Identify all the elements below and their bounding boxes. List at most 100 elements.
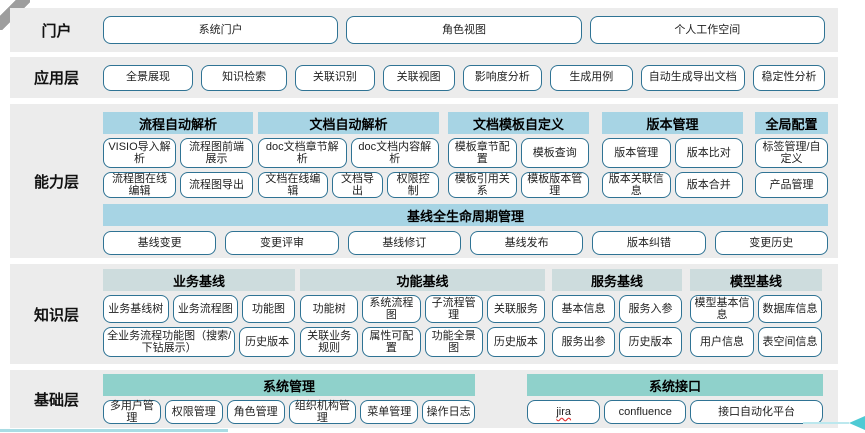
group-header: 业务基线 <box>103 269 295 291</box>
capability-item[interactable]: 流程图在线编辑 <box>103 172 176 198</box>
app-button[interactable]: 全景展现 <box>103 64 193 91</box>
item-row: 模板引用关系 模板版本管理 <box>448 172 589 198</box>
base-item-jira[interactable]: jira <box>527 400 601 424</box>
capability-item[interactable]: 模板查询 <box>520 138 589 168</box>
arrow-head <box>849 416 865 430</box>
knowledge-item[interactable]: 基本信息 <box>552 295 615 323</box>
capability-group-template: 文档模板自定义 模板章节配置 模板查询 模板引用关系 模板版本管理 <box>448 112 589 198</box>
app-button[interactable]: 关联识别 <box>295 64 375 91</box>
knowledge-item[interactable]: 数据库信息 <box>758 295 822 323</box>
capability-item[interactable]: 权限控制 <box>387 172 439 198</box>
baseline-item[interactable]: 基线变更 <box>103 231 217 255</box>
base-groups-row: 系统管理 多用户管理 权限管理 角色管理 组织机构管理 菜单管理 操作日志 系统… <box>103 374 825 424</box>
app-button[interactable]: 影响度分析 <box>462 64 542 91</box>
bottom-edge-line <box>0 429 228 432</box>
group-header: 系统接口 <box>527 374 823 396</box>
capability-item[interactable]: VISIO导入解析 <box>103 138 176 168</box>
app-button[interactable]: 关联视图 <box>382 64 455 91</box>
group-header: 模型基线 <box>690 269 822 291</box>
knowledge-item[interactable]: 历史版本 <box>239 327 295 357</box>
knowledge-groups-row: 业务基线 业务基线树 业务流程图 功能图 全业务流程功能图（搜索/下钻展示） 历… <box>103 269 825 357</box>
base-item[interactable]: 组织机构管理 <box>288 400 357 424</box>
knowledge-content: 业务基线 业务基线树 业务流程图 功能图 全业务流程功能图（搜索/下钻展示） 历… <box>103 264 838 364</box>
capability-item[interactable]: 版本管理 <box>602 138 671 168</box>
item-row: VISIO导入解析 流程图前端展示 <box>103 138 253 168</box>
portal-button[interactable]: 角色视图 <box>346 16 582 44</box>
knowledge-item[interactable]: 历史版本 <box>486 327 545 357</box>
capability-content: 流程自动解析 VISIO导入解析 流程图前端展示 流程图在线编辑 流程图导出 文… <box>103 104 841 258</box>
item-row: 业务基线树 业务流程图 功能图 <box>103 295 295 323</box>
capability-item[interactable]: 流程图前端展示 <box>180 138 253 168</box>
layer-knowledge: 知识层 业务基线 业务基线树 业务流程图 功能图 全业务流程功能图（搜索/下钻展… <box>10 264 838 364</box>
app-button[interactable]: 稳定性分析 <box>752 64 826 91</box>
base-content: 系统管理 多用户管理 权限管理 角色管理 组织机构管理 菜单管理 操作日志 系统… <box>103 370 838 428</box>
knowledge-item[interactable]: 历史版本 <box>619 327 682 357</box>
knowledge-item[interactable]: 关联服务 <box>486 295 545 323</box>
base-group-system-interface: 系统接口 jira confluence 接口自动化平台 <box>527 374 823 424</box>
capability-item[interactable]: 模板引用关系 <box>448 172 517 198</box>
group-header: 服务基线 <box>552 269 682 291</box>
base-item[interactable]: 权限管理 <box>164 400 223 424</box>
knowledge-group-model-baseline: 模型基线 模型基本信息 数据库信息 用户信息 表空间信息 <box>690 269 822 357</box>
base-item[interactable]: 多用户管理 <box>103 400 161 424</box>
knowledge-item[interactable]: 全业务流程功能图（搜索/下钻展示） <box>103 327 236 357</box>
baseline-item[interactable]: 基线修订 <box>347 231 461 255</box>
capability-item[interactable]: 产品管理 <box>755 172 828 198</box>
capability-item[interactable]: 版本关联信息 <box>602 172 671 198</box>
capability-item[interactable]: 模板章节配置 <box>448 138 517 168</box>
baseline-item[interactable]: 基线发布 <box>469 231 584 255</box>
knowledge-item[interactable]: 功能图 <box>242 295 295 323</box>
base-item[interactable]: 角色管理 <box>226 400 285 424</box>
group-header: 文档自动解析 <box>258 112 439 134</box>
base-item[interactable]: 菜单管理 <box>360 400 419 424</box>
group-header: 系统管理 <box>103 374 475 396</box>
knowledge-item[interactable]: 功能树 <box>300 295 359 323</box>
knowledge-item[interactable]: 功能全景图 <box>424 327 483 357</box>
item-row: 版本关联信息 版本合并 <box>602 172 743 198</box>
capability-groups-row: 流程自动解析 VISIO导入解析 流程图前端展示 流程图在线编辑 流程图导出 文… <box>103 112 828 198</box>
group-header: 功能基线 <box>300 269 545 291</box>
jira-label: jira <box>556 405 572 418</box>
capability-group-doc-parse: 文档自动解析 doc文档章节解析 doc文档内容解析 文档在线编辑 文档导出 权… <box>258 112 439 198</box>
knowledge-item[interactable]: 表空间信息 <box>758 327 822 357</box>
portal-button[interactable]: 个人工作空间 <box>589 16 825 44</box>
portal-buttons-row: 系统门户 角色视图 个人工作空间 <box>103 8 838 52</box>
capability-item[interactable]: 流程图导出 <box>180 172 253 198</box>
capability-item[interactable]: 版本比对 <box>674 138 743 168</box>
capability-item[interactable]: 版本合并 <box>674 172 743 198</box>
portal-button[interactable]: 系统门户 <box>103 16 339 44</box>
knowledge-item[interactable]: 属性可配置 <box>362 327 421 357</box>
capability-item[interactable]: 文档导出 <box>331 172 384 198</box>
capability-item[interactable]: 文档在线编辑 <box>258 172 328 198</box>
capability-item[interactable]: 模板版本管理 <box>520 172 589 198</box>
item-row: 流程图在线编辑 流程图导出 <box>103 172 253 198</box>
knowledge-group-business-baseline: 业务基线 业务基线树 业务流程图 功能图 全业务流程功能图（搜索/下钻展示） 历… <box>103 269 295 357</box>
app-button[interactable]: 自动生成导出文档 <box>640 64 745 91</box>
layer-base: 基础层 系统管理 多用户管理 权限管理 角色管理 组织机构管理 菜单管理 操作日… <box>10 370 838 428</box>
item-row: 功能树 系统流程图 子流程管理 关联服务 <box>300 295 545 323</box>
baseline-item[interactable]: 版本纠错 <box>592 231 706 255</box>
knowledge-item[interactable]: 服务出参 <box>552 327 615 357</box>
item-row: 产品管理 <box>755 172 828 198</box>
capability-item[interactable]: 标签管理/自定义 <box>755 138 828 168</box>
baseline-item[interactable]: 变更历史 <box>714 231 828 255</box>
capability-item[interactable]: doc文档章节解析 <box>258 138 347 168</box>
app-button[interactable]: 生成用例 <box>549 64 633 91</box>
knowledge-item[interactable]: 业务基线树 <box>103 295 169 323</box>
capability-group-version: 版本管理 版本管理 版本比对 版本关联信息 版本合并 <box>602 112 743 198</box>
knowledge-item[interactable]: 服务入参 <box>619 295 682 323</box>
base-item-interface-platform[interactable]: 接口自动化平台 <box>690 400 823 424</box>
app-button[interactable]: 知识检索 <box>200 64 288 91</box>
knowledge-item[interactable]: 子流程管理 <box>424 295 483 323</box>
knowledge-item[interactable]: 业务流程图 <box>172 295 239 323</box>
baseline-item[interactable]: 变更评审 <box>225 231 339 255</box>
application-buttons-row: 全景展现 知识检索 关联识别 关联视图 影响度分析 生成用例 自动生成导出文档 … <box>103 57 838 98</box>
base-item[interactable]: 操作日志 <box>422 400 476 424</box>
knowledge-item[interactable]: 模型基本信息 <box>690 295 754 323</box>
knowledge-item[interactable]: 关联业务规则 <box>300 327 359 357</box>
group-header: 版本管理 <box>602 112 743 134</box>
base-item-confluence[interactable]: confluence <box>604 400 687 424</box>
capability-item[interactable]: doc文档内容解析 <box>350 138 439 168</box>
knowledge-item[interactable]: 用户信息 <box>690 327 754 357</box>
knowledge-item[interactable]: 系统流程图 <box>362 295 421 323</box>
